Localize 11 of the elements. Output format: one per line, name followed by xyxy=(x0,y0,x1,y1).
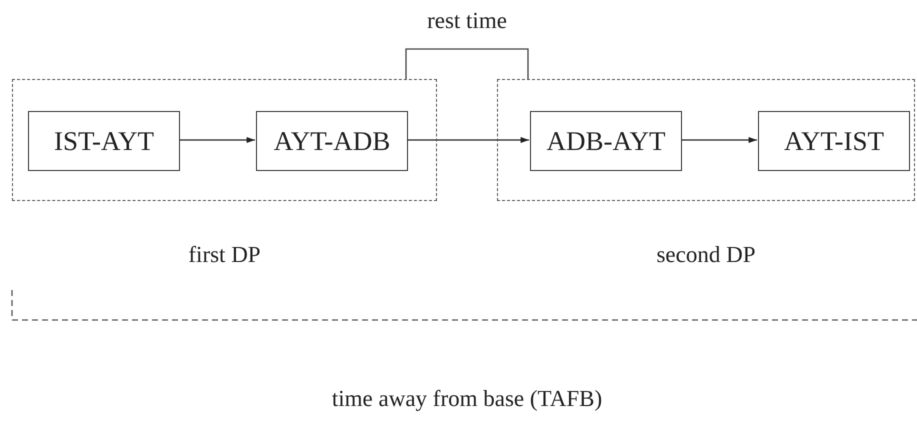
arrow xyxy=(179,137,255,143)
process-box: AYT-ADB xyxy=(256,111,408,171)
group-label: second DP xyxy=(655,242,757,268)
arrow xyxy=(407,137,529,143)
arrow xyxy=(681,137,757,143)
process-box: IST-AYT xyxy=(28,111,180,171)
process-box: AYT-IST xyxy=(758,111,910,171)
group-label: first DP xyxy=(187,242,262,268)
process-box: ADB-AYT xyxy=(530,111,682,171)
bracket-label: rest time xyxy=(427,8,507,34)
bracket-label: time away from base (TAFB) xyxy=(332,386,602,412)
